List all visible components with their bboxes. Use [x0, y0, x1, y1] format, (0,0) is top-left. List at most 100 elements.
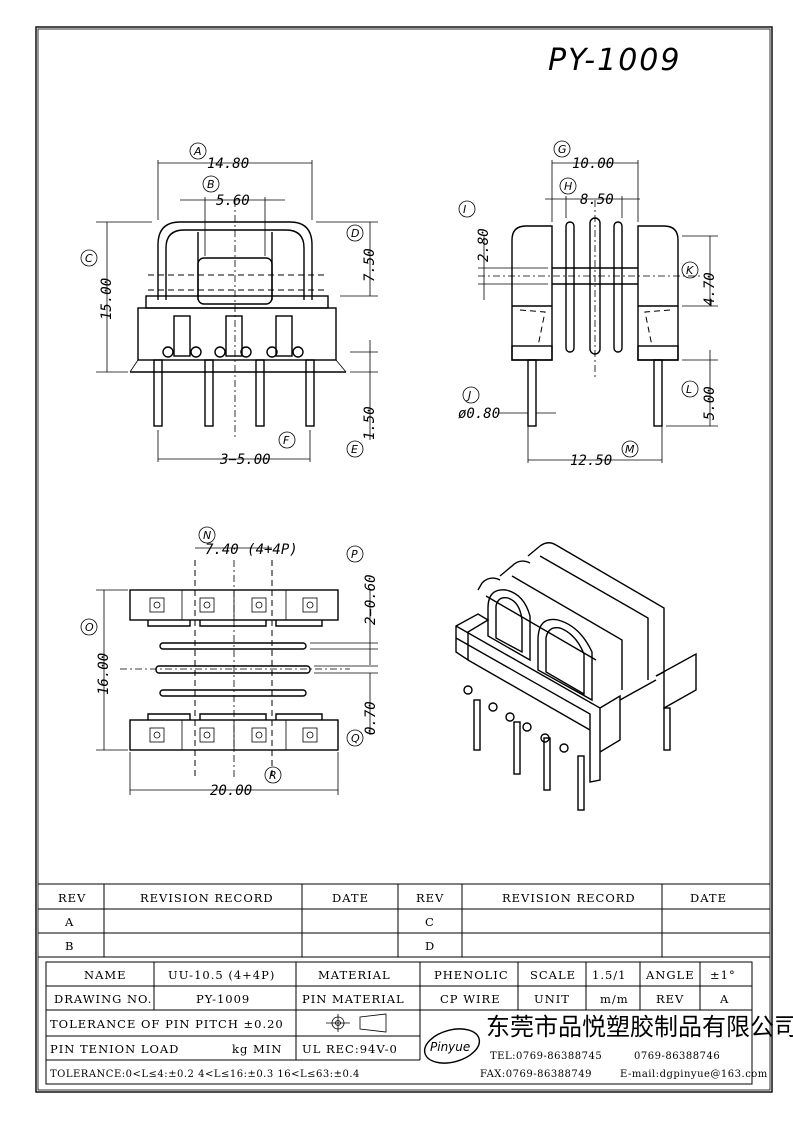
svg-text:20.00: 20.00 — [210, 783, 252, 799]
company-name-cn: 东莞市品悦塑胶制品有限公司 — [486, 1013, 793, 1041]
svg-text:2−0.60: 2−0.60 — [363, 574, 379, 625]
front-view — [96, 160, 378, 462]
drawing-no-label: DRAWING NO. — [54, 992, 152, 1006]
date-header-left: DATE — [332, 891, 369, 905]
company-logo: Pinyue — [423, 1028, 481, 1064]
sheet-inner-border — [37, 28, 771, 1091]
pin-material-label: PIN MATERIAL — [302, 992, 405, 1006]
dim-L: L 5.00 — [681, 380, 718, 420]
svg-text:ø0.80: ø0.80 — [458, 406, 500, 422]
pin-tension-label: PIN TENION LOAD — [50, 1042, 179, 1056]
svg-text:15.00: 15.00 — [99, 278, 115, 320]
rev-D: D — [425, 939, 435, 953]
svg-text:B: B — [207, 178, 215, 191]
dim-M: M 12.50 — [570, 440, 639, 469]
bottom-view — [96, 547, 378, 795]
angle-label: ANGLE — [645, 968, 695, 982]
svg-text:5.00: 5.00 — [702, 386, 718, 420]
svg-text:10.00: 10.00 — [572, 156, 614, 172]
tolerance-pitch: TOLERANCE OF PIN PITCH ±0.20 — [50, 1017, 284, 1031]
scale-label: SCALE — [530, 968, 576, 982]
revision-table: REV REVISION RECORD DATE REV REVISION RE… — [38, 883, 770, 958]
name-value: UU-10.5 (4+4P) — [168, 968, 275, 982]
svg-text:3−5.00: 3−5.00 — [219, 452, 271, 468]
svg-text:R: R — [269, 769, 277, 782]
dim-N: N 7.40 (4+4P) — [198, 526, 298, 558]
ul-rec: UL REC:94V-0 — [302, 1042, 398, 1056]
svg-text:E: E — [351, 443, 358, 456]
drawing-no-value: PY-1009 — [196, 992, 250, 1006]
svg-text:O: O — [85, 621, 94, 634]
unit-label: UNIT — [534, 992, 570, 1006]
material-value: PHENOLIC — [434, 968, 509, 982]
part-number-title: PY-1009 — [548, 43, 681, 78]
rev-B: B — [65, 939, 74, 953]
svg-text:1.50: 1.50 — [362, 406, 378, 440]
svg-text:C: C — [85, 252, 93, 265]
dim-I: I 2.80 — [458, 200, 492, 262]
rev-A: A — [64, 915, 74, 929]
svg-text:K: K — [686, 264, 694, 277]
svg-text:8.50: 8.50 — [580, 192, 614, 208]
svg-text:7.40 (4+4P): 7.40 (4+4P) — [205, 542, 298, 558]
dim-G: G 10.00 — [553, 140, 614, 172]
isometric-view — [455, 542, 697, 811]
svg-text:16.00: 16.00 — [96, 653, 112, 695]
pin-material-value: CP WIRE — [440, 992, 501, 1006]
dim-B: B 5.60 — [202, 175, 250, 209]
company-tel-2: 0769-86388746 — [634, 1051, 720, 1062]
title-block: NAME UU-10.5 (4+4P) MATERIAL PHENOLIC SC… — [45, 961, 793, 1085]
svg-text:J: J — [466, 389, 471, 402]
angle-value: ±1° — [710, 968, 736, 982]
sheet-border — [35, 26, 773, 1093]
svg-text:Pinyue: Pinyue — [430, 1040, 470, 1054]
svg-text:2.80: 2.80 — [476, 228, 492, 262]
svg-text:7.50: 7.50 — [362, 248, 378, 282]
svg-text:N: N — [203, 529, 211, 542]
svg-text:I: I — [463, 203, 466, 216]
dim-E: E 1.50 — [346, 406, 378, 458]
dim-D: D 7.50 — [346, 224, 378, 282]
svg-text:A: A — [193, 145, 202, 158]
rev-value: A — [719, 992, 729, 1006]
pin-tension-value: kg MIN — [232, 1042, 282, 1056]
company-fax: FAX:0769-86388749 — [480, 1069, 592, 1080]
rev-header-left: REV — [58, 891, 86, 905]
company-tel: TEL:0769-86388745 — [490, 1051, 602, 1062]
svg-text:F: F — [283, 434, 290, 447]
date-header-right: DATE — [690, 891, 727, 905]
svg-text:4.70: 4.70 — [702, 272, 718, 306]
dim-C: C 15.00 — [80, 249, 115, 320]
svg-text:5.60: 5.60 — [216, 193, 250, 209]
record-header-right: REVISION RECORD — [502, 891, 636, 905]
rev-header-right: REV — [416, 891, 444, 905]
dim-H: H 8.50 — [559, 177, 614, 208]
dim-A: A 14.80 — [189, 142, 249, 172]
material-label: MATERIAL — [318, 968, 391, 982]
svg-text:Q: Q — [351, 732, 360, 745]
svg-text:P: P — [351, 548, 358, 561]
dim-R: R 20.00 — [210, 766, 282, 799]
dim-F: F 3−5.00 — [219, 431, 296, 468]
rev-C: C — [425, 915, 435, 929]
svg-text:0.70: 0.70 — [363, 701, 379, 735]
dim-Q: Q 0.70 — [346, 701, 379, 747]
svg-text:G: G — [558, 143, 567, 156]
tolerance-note: TOLERANCE:0<L≤4:±0.2 4<L≤16:±0.3 16<L≤63… — [50, 1069, 360, 1080]
side-view — [478, 160, 718, 463]
svg-text:12.50: 12.50 — [570, 453, 612, 469]
name-label: NAME — [84, 968, 127, 982]
dim-P: P 2−0.60 — [346, 545, 379, 625]
rev-label: REV — [656, 992, 684, 1006]
unit-value: m/m — [600, 992, 629, 1006]
projection-symbol-icon — [326, 1013, 387, 1033]
dim-K: K 4.70 — [681, 261, 718, 306]
dim-J: J ø0.80 — [458, 386, 500, 422]
svg-text:H: H — [564, 180, 572, 193]
company-email: E-mail:dgpinyue@163.com — [620, 1069, 768, 1080]
dim-O: O 16.00 — [80, 618, 112, 695]
scale-value: 1.5/1 — [592, 968, 626, 982]
record-header-left: REVISION RECORD — [140, 891, 274, 905]
svg-text:14.80: 14.80 — [207, 156, 249, 172]
